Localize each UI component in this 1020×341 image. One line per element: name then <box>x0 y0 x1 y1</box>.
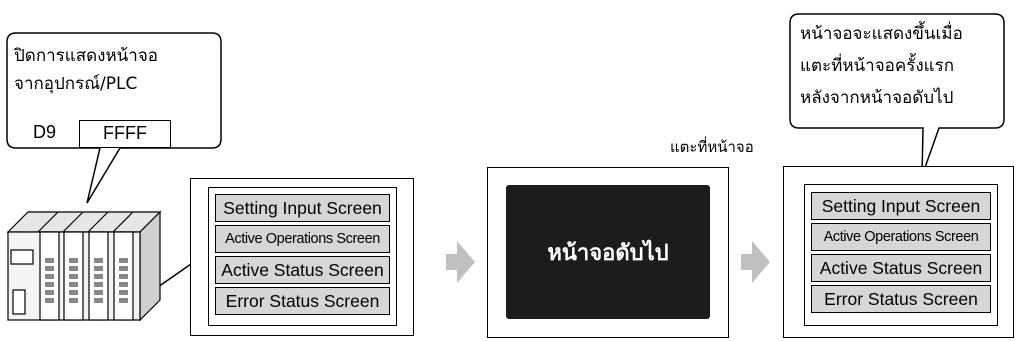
right-bubble-line-3: หลังจากหน้าจอดับไป <box>800 88 954 108</box>
right-speech-bubble <box>789 13 1005 177</box>
menu-item-active-status[interactable]: Active Status Screen <box>811 254 991 282</box>
touch-screen-label: แตะที่หน้าจอ <box>670 138 754 156</box>
left-bubble-line-2: จากอุปกรณ์/PLC <box>14 74 138 94</box>
device-address-label: D9 <box>33 122 57 142</box>
menu-item-active-status[interactable]: Active Status Screen <box>215 256 390 284</box>
arrow-right-icon <box>741 241 770 283</box>
display-monitor-left: Setting Input Screen Active Operations S… <box>190 178 414 336</box>
monitor-screen: Setting Input Screen Active Operations S… <box>804 184 998 326</box>
display-monitor-right: Setting Input Screen Active Operations S… <box>783 166 1014 338</box>
left-bubble-line-1: ปิดการแสดงหน้าจอ <box>14 46 159 66</box>
menu-item-active-operations[interactable]: Active Operations Screen <box>811 223 991 251</box>
right-bubble-line-2: แตะที่หน้าจอครั้งแรก <box>800 56 955 76</box>
screen-off-text: หน้าจอดับไป <box>547 240 669 266</box>
menu-item-error-status[interactable]: Error Status Screen <box>215 287 390 315</box>
plc-connector-line <box>157 263 192 288</box>
device-value-field: FFFF <box>79 120 171 148</box>
monitor-screen: Setting Input Screen Active Operations S… <box>208 187 397 326</box>
menu-item-setting-input[interactable]: Setting Input Screen <box>811 192 991 220</box>
menu-item-setting-input[interactable]: Setting Input Screen <box>215 194 390 222</box>
right-bubble-line-1: หน้าจอจะแสดงขึ้นเมื่อ <box>800 24 963 44</box>
menu-item-error-status[interactable]: Error Status Screen <box>811 285 991 313</box>
left-speech-bubble <box>6 32 222 204</box>
plc-device-icon <box>6 210 162 322</box>
arrow-right-icon <box>446 241 475 283</box>
screen-off-display[interactable]: หน้าจอดับไป <box>506 185 710 319</box>
menu-item-active-operations[interactable]: Active Operations Screen <box>215 225 390 253</box>
display-monitor-middle: หน้าจอดับไป <box>487 167 729 338</box>
